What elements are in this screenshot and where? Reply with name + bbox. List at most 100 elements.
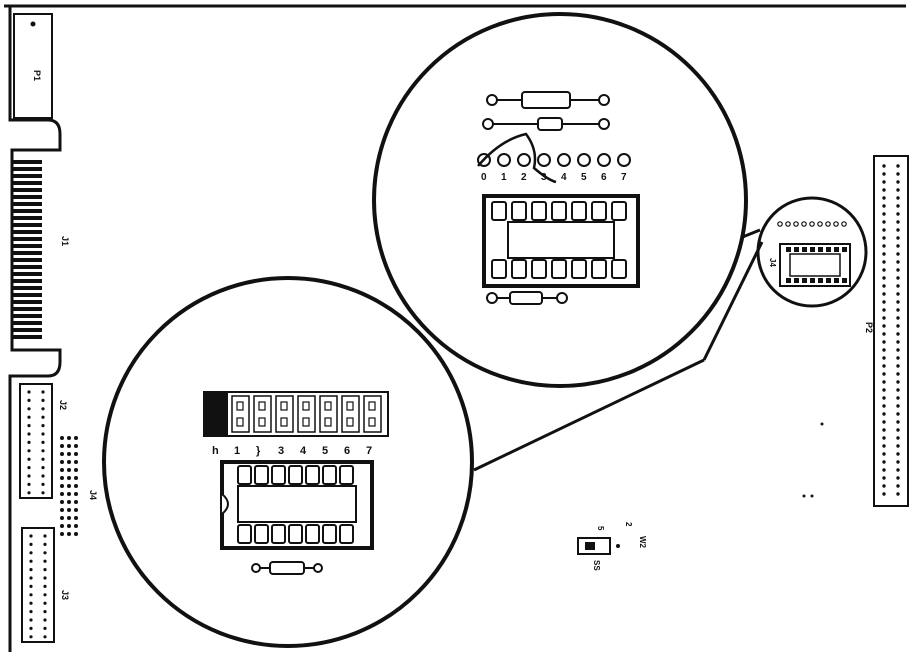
header-pin (882, 412, 886, 416)
switch-number: h (212, 445, 219, 457)
edge-finger (12, 174, 42, 178)
socket-pin-top (531, 201, 547, 221)
upper-resistor-3 (486, 291, 568, 305)
w2-pin-right-label: 2 (624, 522, 633, 527)
socket-pin-bottom (271, 524, 286, 544)
mini-socket-pin (802, 278, 807, 283)
pin-number: 7 (621, 172, 627, 183)
header-pin (67, 484, 71, 488)
header-pin (67, 516, 71, 520)
edge-finger (12, 181, 42, 185)
w2-ss-label: SS (592, 560, 601, 571)
mini-socket-pin (786, 247, 791, 252)
socket-pin-top (491, 201, 507, 221)
header-pin (60, 524, 64, 528)
header-pin (41, 415, 45, 419)
header-pin (882, 188, 886, 192)
w2-jumper: 5 2 W2 SS (577, 522, 647, 571)
header-pin (67, 476, 71, 480)
header-pin (29, 551, 33, 555)
j1-edge-connector (12, 160, 42, 339)
pin-number: 5 (581, 172, 587, 183)
mini-pin (809, 221, 815, 227)
header-pin (27, 482, 31, 486)
dip-switch (203, 391, 389, 437)
header-pin (882, 276, 886, 280)
edge-finger (12, 321, 42, 325)
header-pin (74, 532, 78, 536)
header-pin (882, 340, 886, 344)
edge-finger (12, 160, 42, 164)
header-pin (882, 236, 886, 240)
header-pin (29, 584, 33, 589)
jumper-pin (497, 153, 511, 167)
header-pin (27, 457, 31, 461)
jumper-pin (537, 153, 551, 167)
header-pin (41, 424, 45, 428)
header-pin (60, 460, 64, 464)
socket-pin-top (511, 201, 527, 221)
mini-socket-pin (818, 247, 823, 252)
header-pin (882, 420, 886, 424)
board-outline (4, 4, 906, 652)
edge-finger (12, 244, 42, 248)
switch-cell (231, 395, 250, 433)
header-pin (74, 524, 78, 528)
header-pin (882, 324, 886, 328)
header-pin (896, 300, 900, 304)
header-pin (882, 308, 886, 312)
edge-finger (12, 258, 42, 262)
header-pin (60, 516, 64, 520)
socket-pin-bottom (305, 524, 320, 544)
header-pin (896, 436, 900, 440)
edge-finger (12, 265, 42, 269)
header-pin (41, 482, 45, 486)
header-pin (67, 452, 71, 456)
mini-socket-pin (826, 247, 831, 252)
header-pin (896, 388, 900, 392)
header-pin (27, 424, 31, 428)
socket-pin-bottom (591, 259, 607, 279)
header-pin (882, 444, 886, 448)
header-pin (43, 576, 47, 580)
header-pin (29, 626, 33, 631)
switch-cell (275, 395, 294, 433)
header-pin (41, 457, 45, 461)
socket-pin-bottom (254, 524, 269, 544)
p2-connector: P2 (864, 155, 909, 507)
switch-toggle (302, 401, 310, 411)
header-pin (896, 180, 900, 184)
mini-socket-pin (810, 247, 815, 252)
header-pin (882, 300, 886, 304)
switch-cell (319, 395, 338, 433)
j3-header: J3 (21, 527, 70, 643)
switch-toggle (236, 401, 244, 411)
header-pin (896, 236, 900, 240)
header-pin (60, 492, 64, 496)
pin-number: 3 (541, 172, 547, 183)
header-pin (67, 508, 71, 512)
header-pin (896, 452, 900, 456)
edge-finger (12, 230, 42, 234)
header-pin (67, 444, 71, 448)
mini-pin (777, 221, 783, 227)
mini-pin-row (777, 221, 847, 227)
edge-finger (12, 216, 42, 220)
socket-pin-bottom (322, 524, 337, 544)
mini-pin (801, 221, 807, 227)
mini-socket-pin (834, 278, 839, 283)
edge-finger (12, 251, 42, 255)
edge-finger (12, 237, 42, 241)
edge-finger (12, 272, 42, 276)
header-pin (67, 500, 71, 504)
header-pin (74, 452, 78, 456)
header-pin (43, 626, 47, 631)
header-pin (896, 244, 900, 248)
edge-finger (12, 293, 42, 297)
header-pin (896, 468, 900, 472)
socket-pin-bottom (491, 259, 507, 279)
header-pin (41, 390, 45, 394)
header-pin (29, 618, 33, 622)
